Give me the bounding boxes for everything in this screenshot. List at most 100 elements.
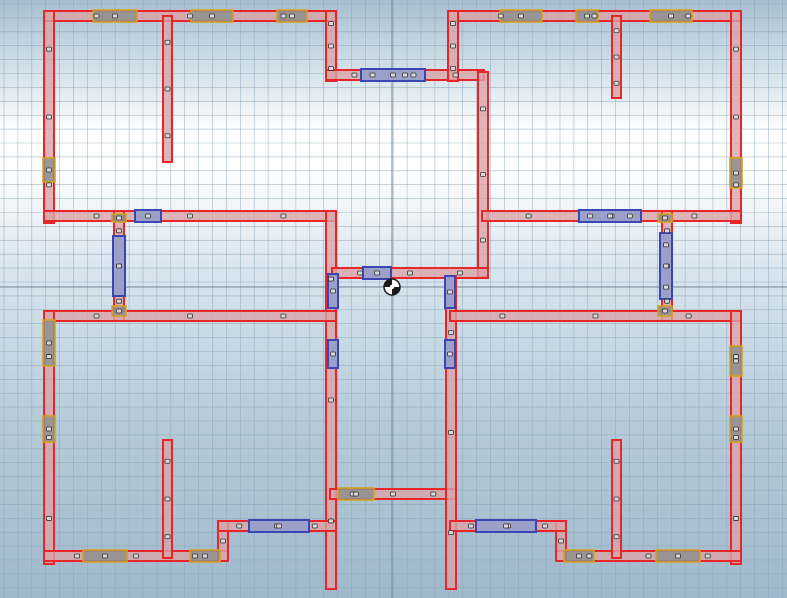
edit-handle[interactable]	[613, 80, 620, 86]
edit-handle[interactable]	[328, 66, 334, 71]
edit-handle[interactable]	[467, 523, 474, 529]
edit-handle[interactable]	[328, 518, 334, 524]
edit-handle[interactable]	[164, 458, 171, 464]
edit-handle[interactable]	[663, 263, 669, 269]
edit-handle[interactable]	[164, 133, 171, 139]
edit-handle[interactable]	[613, 54, 620, 60]
edit-handle[interactable]	[499, 313, 506, 319]
edit-handle[interactable]	[662, 215, 668, 221]
edit-handle[interactable]	[46, 46, 52, 52]
edit-handle[interactable]	[613, 496, 620, 502]
edit-handle[interactable]	[587, 213, 594, 219]
edit-handle[interactable]	[191, 553, 198, 559]
edit-handle[interactable]	[685, 13, 692, 19]
edit-handle[interactable]	[591, 13, 598, 19]
edit-handle[interactable]	[46, 167, 52, 173]
edit-handle[interactable]	[542, 523, 549, 529]
edit-handle[interactable]	[407, 270, 413, 276]
edit-handle[interactable]	[220, 538, 226, 544]
edit-handle[interactable]	[448, 530, 454, 536]
edit-handle[interactable]	[374, 270, 380, 276]
edit-handle[interactable]	[503, 523, 509, 529]
edit-handle[interactable]	[452, 72, 459, 78]
edit-handle[interactable]	[607, 213, 613, 219]
edit-handle[interactable]	[164, 86, 171, 92]
edit-handle[interactable]	[613, 534, 620, 540]
edit-handle[interactable]	[448, 430, 454, 435]
edit-handle[interactable]	[626, 213, 633, 219]
edit-handle[interactable]	[733, 516, 739, 521]
edit-handle[interactable]	[276, 523, 282, 529]
edit-handle[interactable]	[497, 13, 504, 19]
doors-layer[interactable]	[42, 9, 743, 563]
edit-handle[interactable]	[733, 354, 739, 359]
edit-handle[interactable]	[480, 172, 486, 177]
edit-handle[interactable]	[447, 351, 453, 357]
edit-handle[interactable]	[46, 182, 52, 188]
edit-handle[interactable]	[691, 213, 698, 219]
edit-handle[interactable]	[402, 72, 408, 78]
edit-handle[interactable]	[46, 426, 52, 432]
edit-handle[interactable]	[93, 313, 100, 319]
edit-handle[interactable]	[116, 263, 122, 269]
edit-handle[interactable]	[93, 213, 100, 219]
handles-layer[interactable]	[46, 13, 739, 559]
edit-handle[interactable]	[663, 242, 669, 248]
edit-handle[interactable]	[351, 72, 358, 78]
edit-handle[interactable]	[46, 516, 52, 521]
edit-handle[interactable]	[733, 182, 739, 188]
edit-handle[interactable]	[330, 288, 336, 294]
edit-handle[interactable]	[450, 21, 456, 27]
edit-handle[interactable]	[733, 426, 739, 432]
edit-handle[interactable]	[46, 114, 52, 120]
edit-handle[interactable]	[280, 13, 287, 19]
edit-handle[interactable]	[645, 553, 652, 559]
origin-pivot-icon[interactable]	[383, 278, 401, 296]
edit-handle[interactable]	[112, 13, 118, 19]
edit-handle[interactable]	[733, 170, 739, 176]
edit-handle[interactable]	[685, 313, 692, 319]
edit-handle[interactable]	[586, 553, 593, 559]
edit-handle[interactable]	[328, 43, 334, 49]
edit-handle[interactable]	[311, 523, 318, 529]
edit-handle[interactable]	[664, 298, 670, 304]
edit-handle[interactable]	[164, 39, 171, 45]
edit-handle[interactable]	[236, 523, 243, 529]
edit-handle[interactable]	[480, 106, 486, 112]
edit-handle[interactable]	[164, 534, 171, 540]
edit-handle[interactable]	[280, 313, 287, 319]
edit-handle[interactable]	[102, 553, 108, 559]
edit-handle[interactable]	[450, 66, 456, 71]
edit-handle[interactable]	[46, 354, 52, 359]
edit-handle[interactable]	[187, 213, 193, 219]
edit-handle[interactable]	[430, 491, 437, 497]
edit-handle[interactable]	[202, 553, 208, 559]
edit-handle[interactable]	[675, 553, 681, 559]
edit-handle[interactable]	[164, 496, 171, 502]
edit-handle[interactable]	[663, 284, 669, 290]
edit-handle[interactable]	[662, 308, 668, 314]
edit-handle[interactable]	[733, 358, 739, 364]
edit-handle[interactable]	[46, 340, 52, 346]
edit-handle[interactable]	[116, 298, 122, 304]
edit-handle[interactable]	[330, 351, 336, 357]
edit-handle[interactable]	[116, 215, 122, 221]
edit-handle[interactable]	[369, 72, 376, 78]
edit-handle[interactable]	[525, 213, 532, 219]
edit-handle[interactable]	[209, 13, 215, 19]
edit-handle[interactable]	[328, 21, 334, 27]
edit-handle[interactable]	[328, 276, 334, 282]
edit-handle[interactable]	[664, 228, 670, 234]
edit-handle[interactable]	[187, 13, 193, 19]
edit-handle[interactable]	[613, 458, 620, 464]
edit-handle[interactable]	[74, 553, 81, 559]
edit-handle[interactable]	[116, 308, 122, 314]
edit-handle[interactable]	[390, 491, 396, 497]
edit-handle[interactable]	[447, 289, 453, 295]
edit-handle[interactable]	[584, 13, 590, 19]
windows-layer[interactable]	[112, 68, 673, 533]
edit-handle[interactable]	[457, 270, 463, 276]
edit-handle[interactable]	[46, 435, 52, 440]
